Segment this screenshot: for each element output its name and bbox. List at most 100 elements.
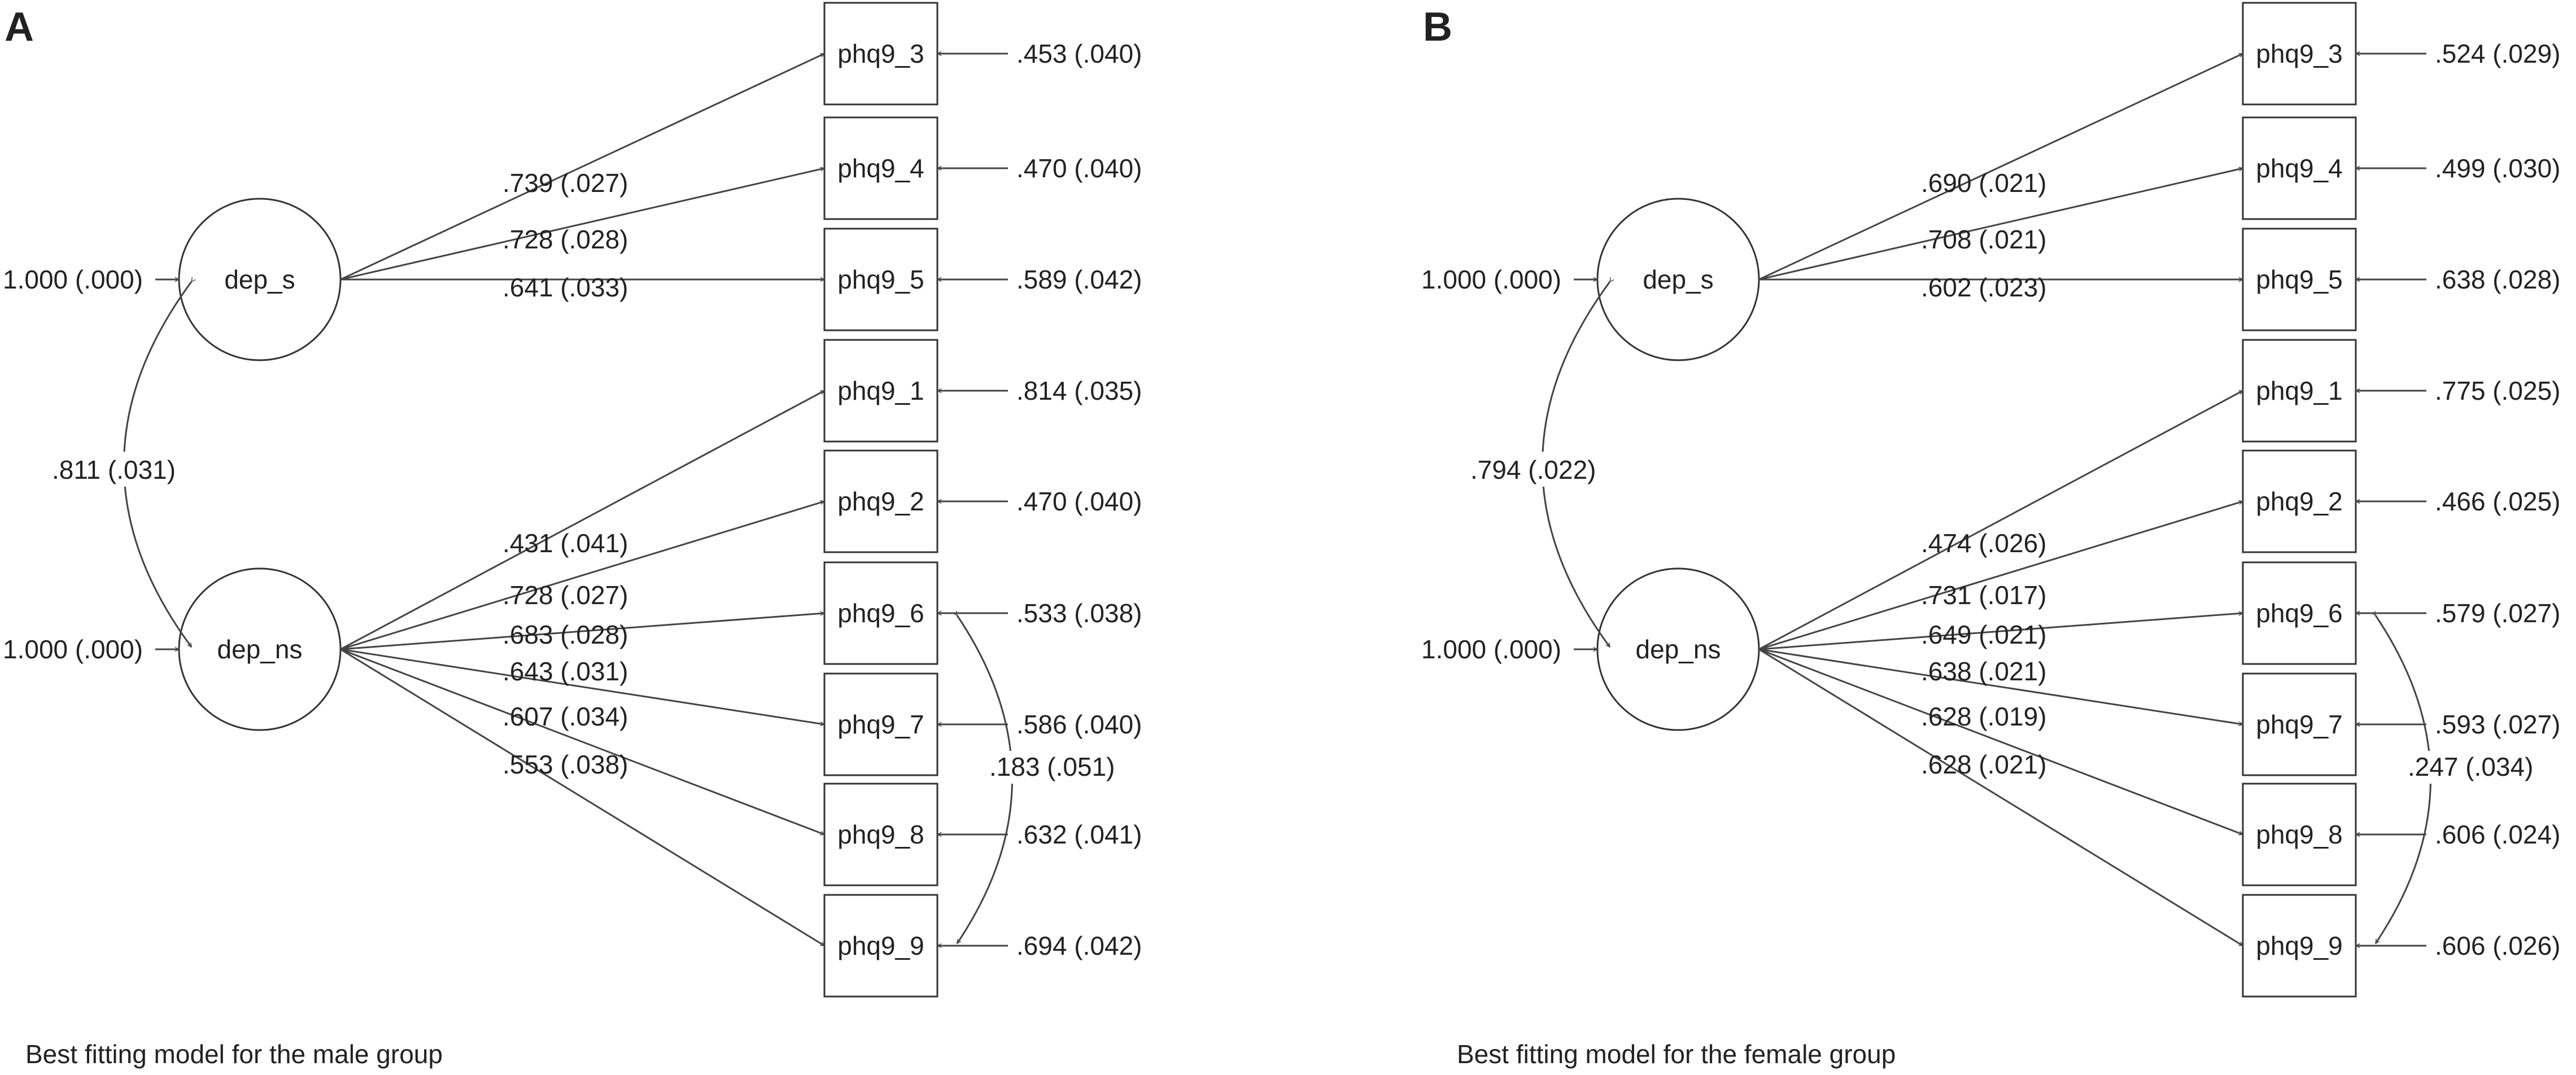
panel-a-item-label-phq9-1: phq9_1 [837, 376, 924, 405]
panel-a-loading-arrow-phq9-9 [340, 648, 824, 947]
panel-a-item-label-phq9-9: phq9_9 [837, 931, 924, 960]
panel-a-loading-label-phq9-4: .728 (.028) [503, 225, 628, 254]
panel-a-loading-label-phq9-2: .728 (.027) [503, 580, 628, 610]
panel-b-residual-label-phq9-6: .579 (.027) [2435, 598, 2560, 628]
panel-a-latent-ns-variance: 1.000 (.000) [3, 635, 143, 664]
panel-b-item-label-phq9-1: phq9_1 [2256, 376, 2343, 405]
panel-a-caption: Best fitting model for the male group [25, 1039, 443, 1069]
panel-b-loading-arrow-phq9-2 [1758, 501, 2243, 650]
panel-b-residual-label-phq9-2: .466 (.025) [2435, 487, 2560, 516]
panel-a-residual-label-phq9-9: .694 (.042) [1016, 931, 1142, 960]
panel-a-residual-label-phq9-2: .470 (.040) [1016, 487, 1142, 516]
panel-a-loading-arrow-phq9-2 [340, 501, 824, 650]
panel-a-item-box-phq9-9 [823, 894, 938, 998]
panel-b-residual-label-phq9-1: .775 (.025) [2435, 376, 2560, 405]
panel-a-item-label-phq9-2: phq9_2 [837, 487, 924, 516]
panel-a-error-covariance-label: .183 (.051) [989, 752, 1115, 781]
panel-a-loading-arrow-phq9-6 [340, 613, 824, 650]
panel-a-item-label-phq9-6: phq9_6 [837, 598, 924, 628]
panel-b-residual-label-phq9-9: .606 (.026) [2435, 931, 2560, 960]
panel-b-loading-arrow-phq9-8 [1758, 648, 2243, 834]
panel-b-loading-arrow-phq9-1 [1758, 390, 2243, 650]
panel-b-error-covariance-label-bg [2404, 751, 2553, 784]
panel-a-item-label-phq9-5: phq9_5 [837, 265, 924, 294]
panel-b-loading-label-phq9-5: .602 (.023) [1921, 273, 2046, 302]
panel-a-loading-arrow-phq9-8 [340, 648, 824, 834]
panel-a-residual-label-phq9-1: .814 (.035) [1016, 376, 1142, 405]
panel-b-loading-arrow-phq9-6 [1758, 613, 2243, 650]
panel-b-residual-label-phq9-3: .524 (.029) [2435, 39, 2560, 68]
panel-a-latent-covariance-label-bg [48, 452, 200, 487]
panel-a-item-box-phq9-3 [823, 2, 938, 106]
panel-a-item-box-phq9-8 [823, 783, 938, 886]
panel-b-latent-covariance-label-bg [1466, 452, 1619, 487]
panel-b-error-covariance-label: .247 (.034) [2408, 752, 2533, 781]
panel-a-item-box-phq9-1 [823, 339, 938, 443]
panel-a-item-box-phq9-5 [823, 228, 938, 331]
panel-a-item-label-phq9-8: phq9_8 [837, 820, 924, 849]
panel-a-item-label-phq9-4: phq9_4 [837, 154, 924, 183]
panel-b-latent-covariance-label: .794 (.022) [1470, 455, 1596, 484]
panel-b-loading-label-phq9-8: .628 (.019) [1921, 702, 2046, 731]
panel-a-latent-covariance-label: .811 (.031) [52, 455, 176, 484]
panel-a-latent-s-variance: 1.000 (.000) [3, 265, 143, 294]
panel-b-loading-arrow-phq9-3 [1758, 53, 2243, 281]
panel-a-latent-s-label: dep_s [224, 265, 295, 294]
panel-b-caption: Best fitting model for the female group [1457, 1039, 1896, 1069]
panel-a-loading-label-phq9-1: .431 (.041) [503, 528, 628, 558]
panel-b-loading-label-phq9-4: .708 (.021) [1921, 225, 2046, 254]
panel-b-item-label-phq9-8: phq9_8 [2256, 820, 2343, 849]
panel-b-residual-label-phq9-8: .606 (.024) [2435, 820, 2560, 849]
panel-a-item-label-phq9-3: phq9_3 [837, 39, 924, 68]
panel-a-loading-label-phq9-9: .553 (.038) [503, 750, 628, 779]
panel-a-residual-label-phq9-5: .589 (.042) [1016, 265, 1142, 294]
panel-b-latent-ns-label: dep_ns [1636, 635, 1721, 664]
panel-a-residual-label-phq9-8: .632 (.041) [1016, 820, 1142, 849]
panel-a-loading-arrow-phq9-7 [340, 648, 824, 724]
panel-a-loading-label-phq9-3: .739 (.027) [503, 168, 628, 198]
panel-b-letter: B [1423, 5, 1452, 50]
panel-b-item-box-phq9-1 [2242, 339, 2357, 443]
panel-a-loading-label-phq9-7: .643 (.031) [503, 657, 628, 686]
panel-a-loading-label-phq9-5: .641 (.033) [503, 273, 628, 302]
panel-b-loading-label-phq9-2: .731 (.017) [1921, 580, 2046, 610]
panel-b-loading-arrow-phq9-4 [1758, 168, 2243, 281]
panel-a-loading-arrow-phq9-3 [340, 53, 824, 281]
panel-b-latent-ns-variance: 1.000 (.000) [1421, 635, 1561, 664]
panel-b-item-box-phq9-5 [2242, 228, 2357, 331]
panel-b-item-box-phq9-7 [2242, 672, 2357, 776]
panel-b-loading-arrow-phq9-9 [1758, 648, 2243, 947]
panel-a-letter: A [5, 5, 34, 50]
panel-b-loading-label-phq9-9: .628 (.021) [1921, 750, 2046, 779]
panel-a-item-box-phq9-7 [823, 672, 938, 776]
panel-a-loading-label-phq9-8: .607 (.034) [503, 702, 628, 731]
panel-b-residual-label-phq9-5: .638 (.028) [2435, 265, 2560, 294]
panel-a-residual-label-phq9-4: .470 (.040) [1016, 154, 1142, 183]
panel-a-error-covariance-label-bg [985, 751, 1135, 784]
panel-b-loading-label-phq9-1: .474 (.026) [1921, 528, 2046, 558]
panel-b-loading-label-phq9-6: .649 (.021) [1921, 620, 2046, 649]
panel-b-item-label-phq9-9: phq9_9 [2256, 931, 2343, 960]
panel-b-item-label-phq9-2: phq9_2 [2256, 487, 2343, 516]
panel-a-residual-label-phq9-7: .586 (.040) [1016, 710, 1142, 739]
panel-b-item-label-phq9-6: phq9_6 [2256, 598, 2343, 628]
panel-b-loading-label-phq9-3: .690 (.021) [1921, 168, 2046, 198]
panel-a-residual-label-phq9-3: .453 (.040) [1016, 39, 1142, 68]
panel-b-latent-s-variance: 1.000 (.000) [1421, 265, 1561, 294]
panel-b-residual-label-phq9-4: .499 (.030) [2435, 154, 2560, 183]
panel-b-item-label-phq9-7: phq9_7 [2256, 710, 2343, 739]
panel-a-loading-label-phq9-6: .683 (.028) [503, 620, 628, 649]
panel-a-loading-arrow-phq9-4 [340, 168, 824, 281]
panel-a-residual-label-phq9-6: .533 (.038) [1016, 598, 1142, 628]
panel-b-residual-label-phq9-7: .593 (.027) [2435, 710, 2560, 739]
panel-a-latent-ns-label: dep_ns [217, 635, 303, 664]
panel-b-item-label-phq9-4: phq9_4 [2256, 154, 2343, 183]
panel-b-item-label-phq9-3: phq9_3 [2256, 39, 2343, 68]
panel-b-latent-s-label: dep_s [1643, 265, 1713, 294]
panel-a-item-label-phq9-7: phq9_7 [837, 710, 924, 739]
panel-b-loading-arrow-phq9-7 [1758, 648, 2243, 724]
panel-b-item-label-phq9-5: phq9_5 [2256, 265, 2343, 294]
panel-a-loading-arrow-phq9-1 [340, 390, 824, 650]
panel-b-loading-label-phq9-7: .638 (.021) [1921, 657, 2046, 686]
